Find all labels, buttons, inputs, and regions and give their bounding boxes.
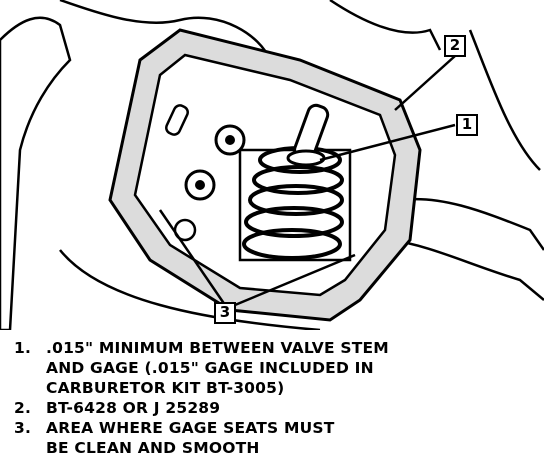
pin: [165, 104, 189, 136]
leader-line-3a: [158, 209, 227, 306]
leader-line-3b: [234, 253, 356, 307]
leader-line-2: [394, 55, 456, 111]
callout-2: 2: [444, 35, 466, 57]
leader-line-1: [319, 123, 456, 162]
hand-outline-left: [0, 16, 72, 330]
finger-right: [399, 197, 544, 251]
legend-line: AREA WHERE GAGE SEATS MUST: [46, 419, 335, 437]
hand-wrist-lines: [468, 29, 541, 171]
legend-number: 1.: [14, 339, 32, 357]
screw-head-lower-inner: [195, 180, 205, 190]
legend-item-2: 2. BT-6428 OR J 25289: [14, 398, 534, 418]
carburetor-gage-illustration: [0, 0, 544, 330]
carburetor-base: [59, 249, 321, 330]
legend-line: .015" MINIMUM BETWEEN VALVE STEM: [46, 339, 389, 357]
legend-item-3: 3. AREA WHERE GAGE SEATS MUST BE CLEAN A…: [14, 418, 534, 458]
legend: 1. .015" MINIMUM BETWEEN VALVE STEM AND …: [14, 338, 534, 458]
screw-head-upper-inner: [225, 135, 235, 145]
legend-number: 2.: [14, 399, 32, 417]
finger-top-right: [329, 0, 442, 51]
legend-number: 3.: [14, 419, 32, 437]
hand-outline-top: [59, 0, 272, 61]
legend-line: AND GAGE (.015" GAGE INCLUDED IN: [46, 359, 374, 377]
legend-item-1: 1. .015" MINIMUM BETWEEN VALVE STEM AND …: [14, 338, 534, 398]
legend-text: .015" MINIMUM BETWEEN VALVE STEM AND GAG…: [46, 338, 534, 398]
valve-spring: [242, 146, 344, 260]
legend-text: AREA WHERE GAGE SEATS MUST BE CLEAN AND …: [46, 418, 534, 458]
callout-1: 1: [456, 114, 478, 136]
finger-right-lower: [389, 238, 544, 301]
callout-3: 3: [214, 302, 236, 324]
legend-line: CARBURETOR KIT BT-3005): [46, 379, 285, 397]
valve-retainer: [286, 149, 326, 167]
legend-line: BE CLEAN AND SMOOTH: [46, 439, 260, 457]
legend-line: BT-6428 OR J 25289: [46, 399, 221, 417]
legend-text: BT-6428 OR J 25289: [46, 398, 534, 418]
